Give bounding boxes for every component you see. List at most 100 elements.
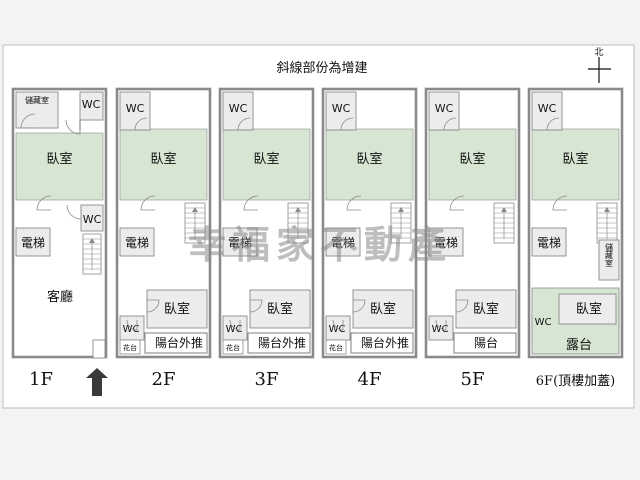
stairs-icon — [390, 202, 412, 244]
stairs-icon — [287, 202, 309, 244]
bedroom2-label: 臥室 — [473, 301, 499, 317]
door-swing-icon — [140, 195, 156, 211]
bedroom-label: 臥室 — [459, 151, 485, 167]
note-text: 斜線部份為增建 — [276, 60, 367, 76]
door-swing-icon — [20, 113, 36, 129]
elevator-label: 電梯 — [434, 236, 458, 250]
bedroom-label: 臥室 — [562, 151, 588, 167]
wc-label: WC — [329, 324, 346, 335]
planter-label: 花台 — [329, 343, 343, 352]
door-swing-icon — [36, 195, 52, 211]
elevator-label: 電梯 — [228, 236, 252, 250]
door-swing-icon — [65, 119, 81, 135]
balcony-room — [350, 332, 414, 354]
door-swing-icon — [229, 319, 241, 331]
wc-room — [79, 91, 104, 121]
floor-label: 2F — [152, 369, 176, 390]
wc-label: WC — [229, 102, 248, 115]
stair-arrow-head — [501, 207, 507, 212]
storage-room — [15, 91, 59, 129]
wc-label: WC — [538, 102, 557, 115]
storage-room — [598, 239, 620, 281]
floor-3: 臥室WC電梯臥室WC花台陽台外推3F — [218, 87, 315, 390]
door-swing-icon — [243, 195, 259, 211]
wc-label: WC — [82, 98, 101, 111]
door-swing-icon — [443, 117, 457, 131]
floor-label: 1F — [29, 369, 53, 390]
stair-arrow-head — [192, 207, 198, 212]
balcony-label: 陽台外推 — [361, 335, 409, 350]
elevator-room — [119, 227, 155, 257]
door-swing-icon — [340, 117, 354, 131]
elevator-room — [222, 227, 258, 257]
storage-label: 儲藏室 — [605, 242, 614, 267]
bedroom2-room — [352, 289, 414, 329]
bedroom2-room — [455, 289, 517, 329]
wc-label: WC — [83, 213, 102, 226]
bedroom-area — [325, 128, 414, 201]
bedroom-area — [428, 128, 517, 201]
door-swing-icon — [346, 195, 362, 211]
door-swing-icon — [449, 195, 465, 211]
bedroom2-label: 臥室 — [370, 301, 396, 317]
bedroom2-label: 臥室 — [576, 301, 602, 317]
wc-label: WC — [332, 102, 351, 115]
north-label: 北 — [594, 47, 603, 58]
planter-label: 花台 — [226, 343, 240, 352]
door-swing-icon — [237, 117, 251, 131]
bedroom2-room — [249, 289, 311, 329]
wc-room — [325, 315, 351, 341]
elevator-room — [531, 227, 567, 257]
bedroom-label: 臥室 — [46, 151, 72, 167]
bedroom-area — [531, 128, 620, 201]
stairs-icon — [82, 233, 102, 275]
balcony-label: 陽台 — [474, 335, 498, 350]
wc-label: WC — [226, 324, 243, 335]
stair-arrow-head — [89, 238, 95, 243]
elevator-room — [15, 227, 51, 257]
floor-label: 4F — [358, 369, 382, 390]
living-room-label: 客廳 — [47, 289, 73, 305]
elevator-label: 電梯 — [125, 236, 149, 250]
door-swing-icon — [552, 195, 568, 211]
floor-label: 3F — [255, 369, 279, 390]
planter-box — [222, 339, 244, 355]
balcony-label: 陽台外推 — [258, 335, 306, 350]
door-swing-icon — [126, 319, 138, 331]
floor-4: 臥室WC電梯臥室WC花台陽台外推4F — [321, 87, 418, 390]
wc-room — [222, 91, 254, 131]
wc-label: WC — [435, 102, 454, 115]
door-swing-icon — [66, 204, 82, 220]
wc-room — [428, 91, 460, 131]
wc-label: WC — [123, 324, 140, 335]
wc-room — [119, 315, 145, 341]
bedroom-area — [119, 128, 208, 201]
floor-label: 5F — [461, 369, 485, 390]
balcony-label: 陽台外推 — [155, 335, 203, 350]
planter-label: 花台 — [123, 343, 137, 352]
balcony-room — [144, 332, 208, 354]
floor-label: 6F(頂樓加蓋) — [536, 374, 615, 389]
elevator-room — [325, 227, 361, 257]
bedroom-label: 臥室 — [253, 151, 279, 167]
wc-room — [222, 315, 248, 341]
bedroom2-room — [558, 293, 617, 325]
stair-arrow-head — [398, 207, 404, 212]
elevator-room — [428, 227, 464, 257]
balcony-room — [453, 332, 517, 354]
door-swing-icon — [455, 299, 469, 313]
planter-box — [325, 339, 347, 355]
bedroom-label: 臥室 — [150, 151, 176, 167]
elevator-label: 電梯 — [331, 236, 355, 250]
wc-label: WC — [432, 324, 449, 335]
balcony-room — [247, 332, 311, 354]
planter-box — [119, 339, 141, 355]
bedroom2-label: 臥室 — [267, 301, 293, 317]
bedroom2-label: 臥室 — [164, 301, 190, 317]
elevator-label: 電梯 — [537, 236, 561, 250]
door-swing-icon — [146, 299, 160, 313]
terrace-label: 露台 — [566, 338, 592, 353]
bedroom-label: 臥室 — [356, 151, 382, 167]
door-swing-icon — [249, 299, 263, 313]
